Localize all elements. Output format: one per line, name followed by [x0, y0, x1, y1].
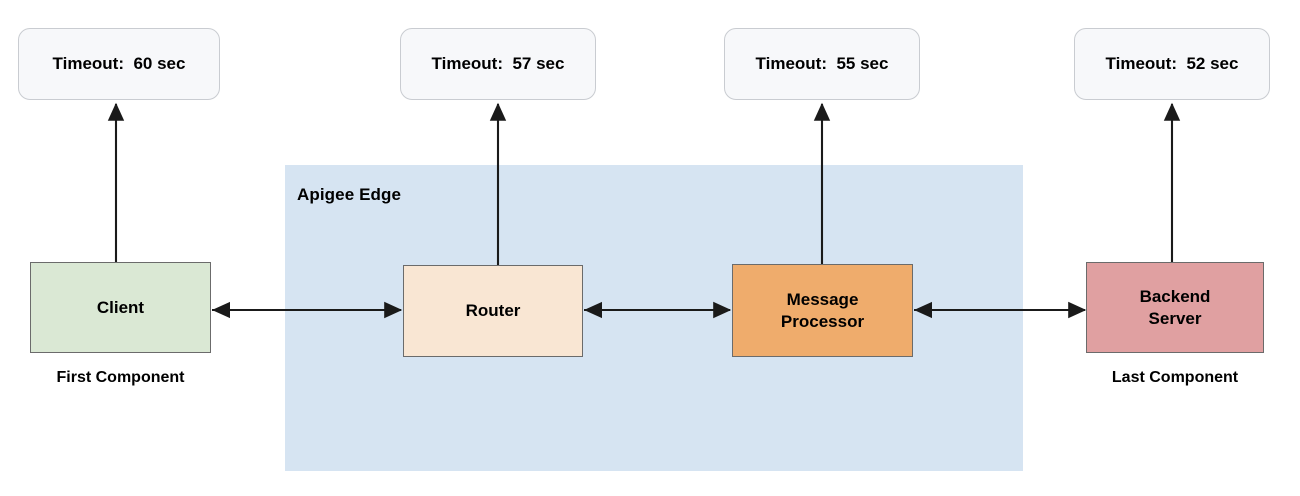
node-message-processor: Message Processor: [732, 264, 913, 357]
node-client: Client: [30, 262, 211, 353]
timeout-bubble-message-processor: Timeout: 55 sec: [724, 28, 920, 100]
apigee-edge-label: Apigee Edge: [297, 185, 402, 204]
caption-last-component: Last Component: [1111, 369, 1239, 386]
node-router: Router: [403, 265, 583, 357]
node-backend-server-label-line1: Backend: [1139, 287, 1211, 307]
node-backend-server-label-line2: Server: [1148, 308, 1202, 328]
node-message-processor-label-line1: Message: [786, 290, 859, 310]
node-message-processor-label-line2: Processor: [780, 311, 865, 331]
timeout-bubble-backend: Timeout: 52 sec: [1074, 28, 1270, 100]
node-backend-server: Backend Server: [1086, 262, 1264, 353]
caption-first-component: First Component: [56, 369, 185, 386]
timeout-bubble-client: Timeout: 60 sec: [18, 28, 220, 100]
timeout-bubble-router: Timeout: 57 sec: [400, 28, 596, 100]
node-router-label: Router: [465, 301, 521, 321]
node-client-label: Client: [96, 297, 145, 317]
